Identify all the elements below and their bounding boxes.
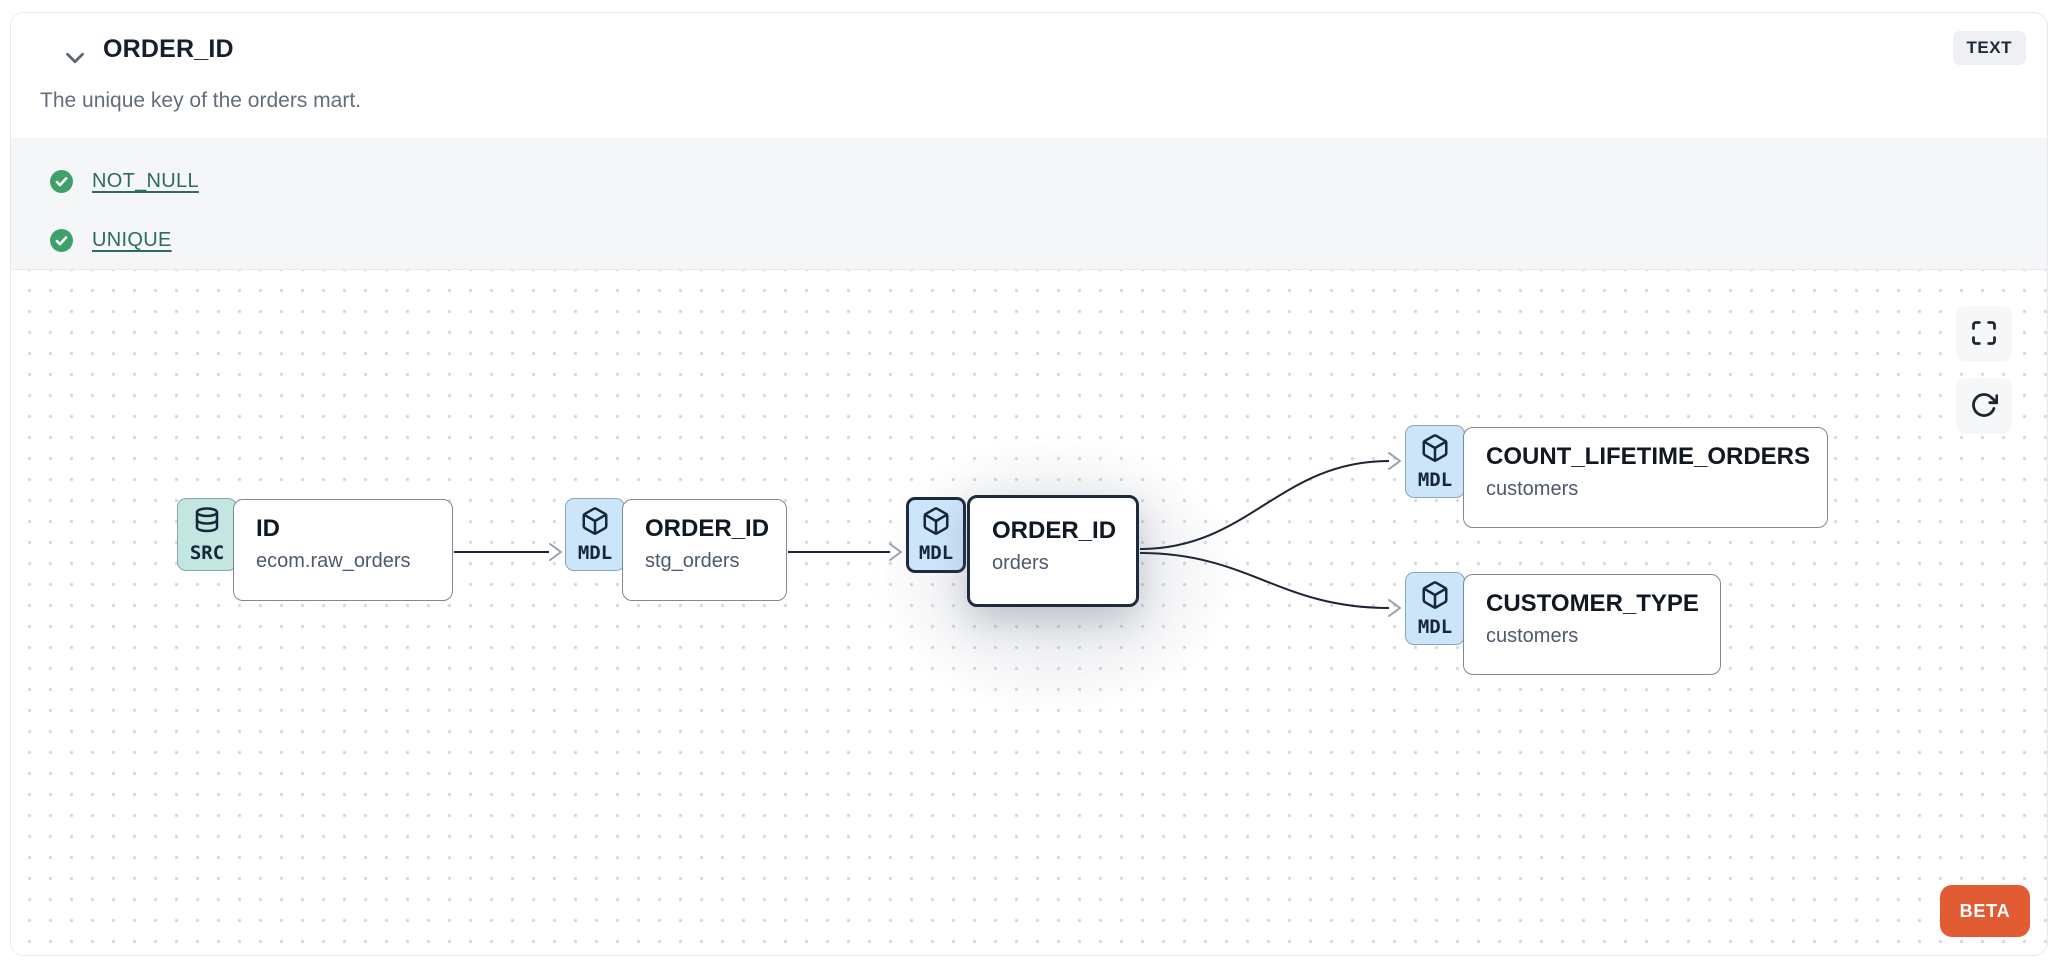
node-badge-label: MDL xyxy=(1417,468,1453,491)
node-body: ID ecom.raw_orders xyxy=(233,499,453,601)
cube-icon xyxy=(1420,580,1450,615)
node-body: CUSTOMER_TYPE customers xyxy=(1463,574,1721,675)
lineage-edges xyxy=(454,452,1401,617)
fullscreen-button[interactable] xyxy=(1956,306,2012,362)
node-type-badge-mdl: MDL xyxy=(565,498,625,571)
test-link-unique[interactable]: UNIQUE xyxy=(92,229,172,251)
node-title: ORDER_ID xyxy=(645,515,770,542)
cube-icon xyxy=(580,506,610,541)
node-body: COUNT_LIFETIME_ORDERS customers xyxy=(1463,427,1828,528)
node-subtitle: ecom.raw_orders xyxy=(256,550,411,572)
node-title: ID xyxy=(256,515,280,542)
node-badge-label: SRC xyxy=(189,541,225,564)
node-title: COUNT_LIFETIME_ORDERS xyxy=(1486,443,1811,470)
tests-section: NOT_NULL UNIQUE xyxy=(11,138,2047,270)
node-type-badge-mdl: MDL xyxy=(906,497,966,573)
column-card: ORDER_ID TEXT The unique key of the orde… xyxy=(10,12,2048,956)
lineage-canvas[interactable]: SRC ID ecom.raw_orders MDL ORDER_ID stg xyxy=(11,270,2047,955)
database-icon xyxy=(192,506,222,541)
beta-badge: BETA xyxy=(1940,885,2030,937)
chevron-down-icon xyxy=(60,43,90,76)
card-header: ORDER_ID TEXT The unique key of the orde… xyxy=(11,13,2047,138)
node-badge-label: MDL xyxy=(918,542,954,564)
column-type-badge: TEXT xyxy=(1952,31,2026,65)
cube-icon xyxy=(921,506,951,541)
check-circle-icon xyxy=(49,169,74,194)
node-subtitle: orders xyxy=(992,552,1049,574)
check-circle-icon xyxy=(49,228,74,253)
node-badge-label: MDL xyxy=(577,541,613,564)
test-link-not-null[interactable]: NOT_NULL xyxy=(92,170,199,192)
test-row: UNIQUE xyxy=(49,212,2047,269)
node-type-badge-mdl: MDL xyxy=(1405,425,1465,498)
test-row: NOT_NULL xyxy=(49,153,2047,210)
node-type-badge-src: SRC xyxy=(177,498,237,571)
column-description: The unique key of the orders mart. xyxy=(40,89,361,112)
node-subtitle: stg_orders xyxy=(645,550,740,572)
fullscreen-icon xyxy=(1970,319,1998,350)
node-subtitle: customers xyxy=(1486,625,1579,647)
column-title: ORDER_ID xyxy=(103,35,234,63)
node-subtitle: customers xyxy=(1486,478,1579,500)
refresh-button[interactable] xyxy=(1956,378,2012,434)
node-title: CUSTOMER_TYPE xyxy=(1486,590,1699,617)
cube-icon xyxy=(1420,433,1450,468)
node-title: ORDER_ID xyxy=(992,517,1117,544)
refresh-icon xyxy=(1970,391,1999,422)
collapse-button[interactable] xyxy=(55,39,95,79)
node-body: ORDER_ID orders xyxy=(967,495,1139,607)
node-badge-label: MDL xyxy=(1417,615,1453,638)
node-body: ORDER_ID stg_orders xyxy=(622,499,787,601)
node-type-badge-mdl: MDL xyxy=(1405,572,1465,645)
